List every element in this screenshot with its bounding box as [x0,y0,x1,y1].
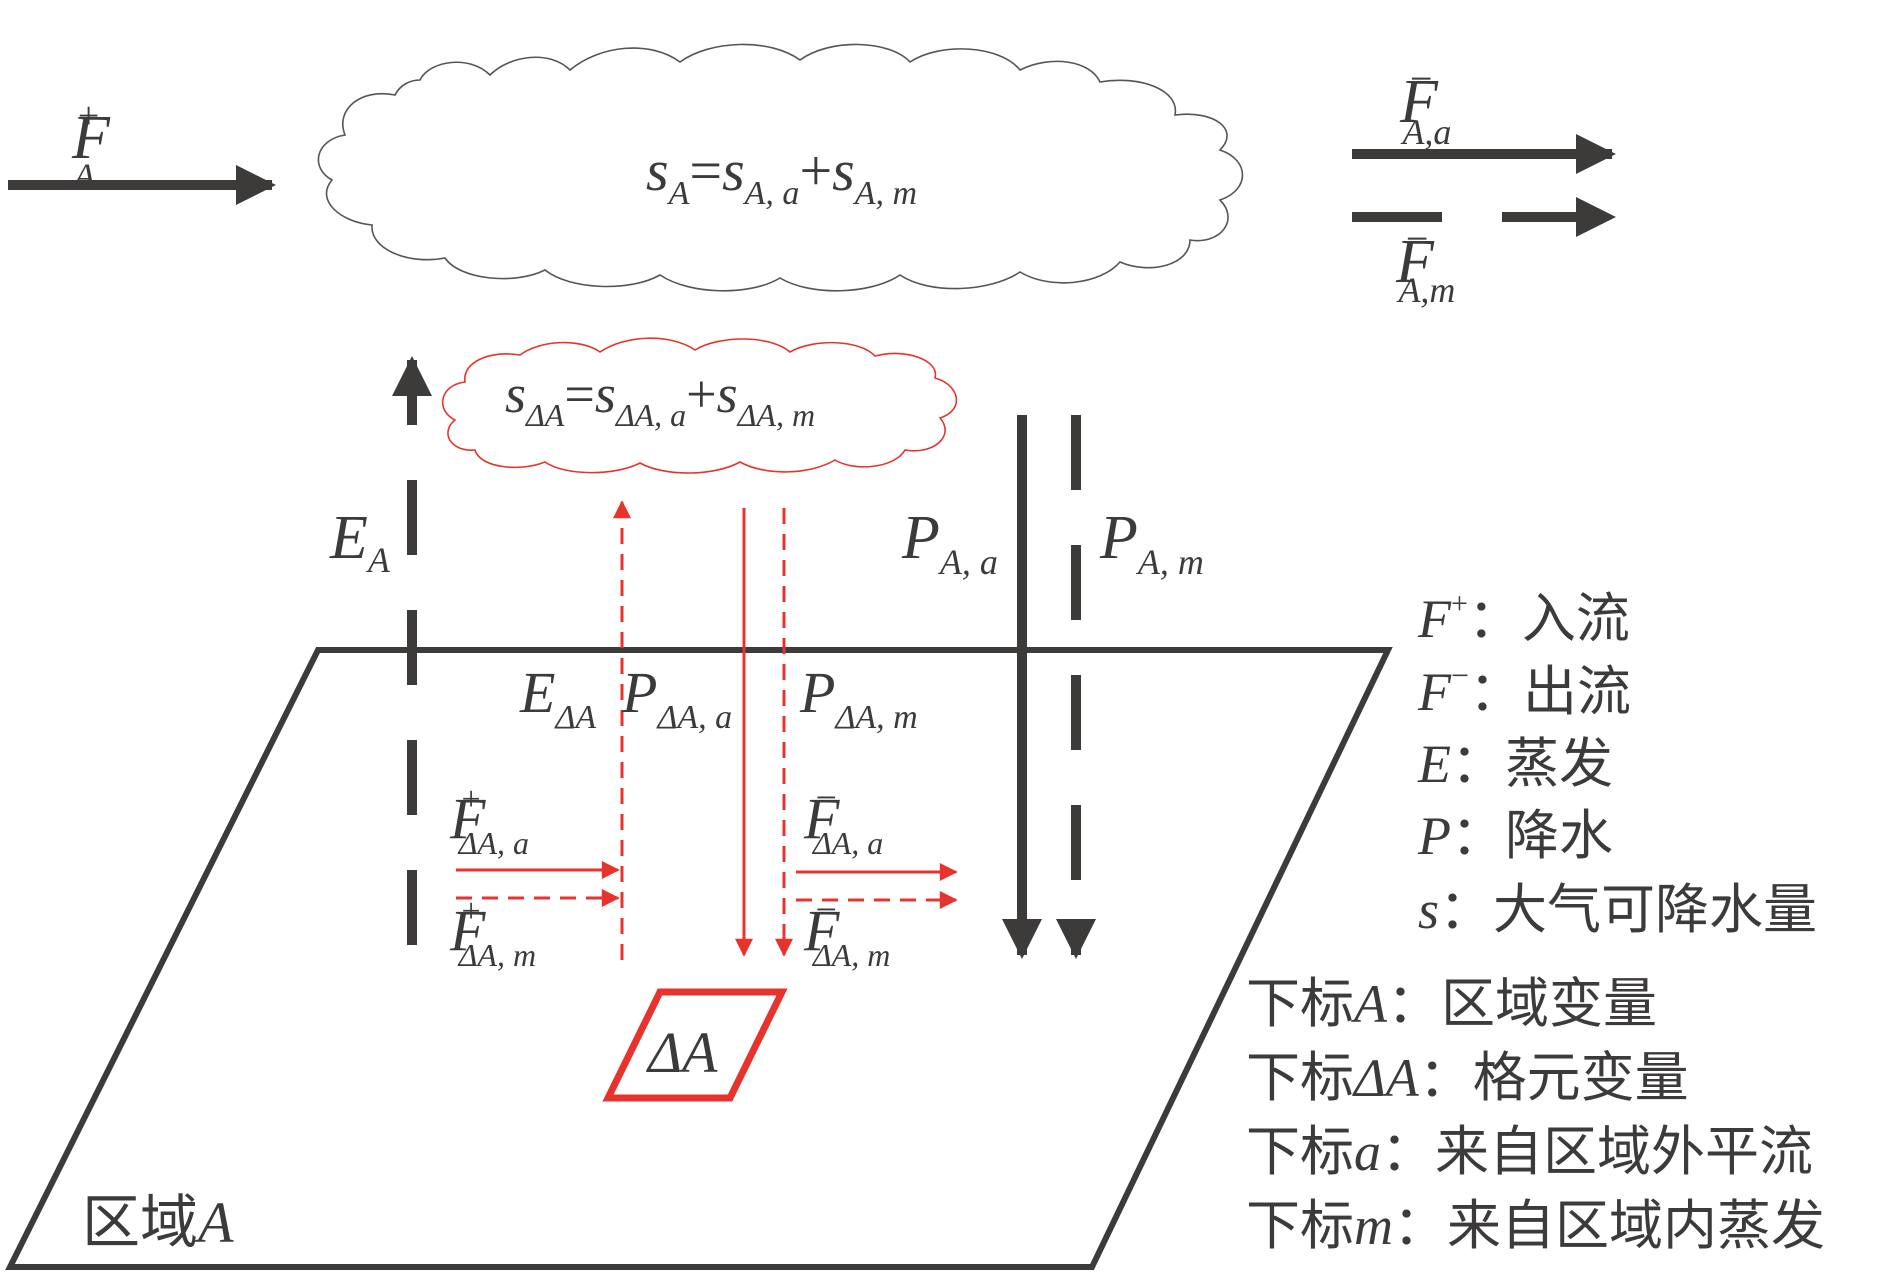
f-out-a-label: F−A,a [1399,56,1451,152]
legend-f-minus: F−：出流 [1417,657,1631,723]
e-cell-label: EΔA [519,660,596,736]
legend-sub-dA: 下标ΔA：格元变量 [1246,1046,1689,1109]
cell-cloud [441,337,958,474]
f-in-label: F+A [71,95,111,196]
cell-label: ΔA [646,1020,718,1085]
p-cell-m-label: PΔA, m [799,660,918,736]
e-region-label: EA [329,504,391,580]
region-cloud-formula: sA=sA, a+sA, m [646,138,917,212]
legend-f-plus: F+：入流 [1417,587,1630,650]
legend-sub-A: 下标A：区域变量 [1246,972,1657,1035]
cell-plane [602,988,788,1102]
f-cell-in-m-label: F+ΔA, m [449,893,536,973]
f-cell-out-a-label: F−ΔA, a [803,777,883,861]
region-cloud [317,43,1244,292]
region-plane [5,647,1393,1270]
legend-s: s：大气可降水量 [1418,878,1817,941]
legend: F+：入流 F−：出流 E：蒸发 P：降水 s：大气可降水量 下标A：区域变量 … [1246,587,1825,1257]
legend-e: E：蒸发 [1417,732,1613,795]
region-label: 区域A [82,1188,234,1256]
legend-sub-a: 下标a：来自区域外平流 [1246,1120,1813,1183]
p-cell-a-label: PΔA, a [621,660,732,736]
cell-cloud-formula: sΔA=sΔA, a+sΔA, m [505,364,815,433]
legend-p: P：降水 [1417,804,1613,867]
f-cell-in-a-label: F+ΔA, a [449,781,529,861]
f-cell-out-m-label: F−ΔA, m [803,889,890,973]
p-region-a-label: PA, a [901,504,998,582]
legend-sub-m: 下标m：来自区域内蒸发 [1246,1194,1825,1257]
p-region-m-label: PA, m [1099,504,1204,582]
f-out-m-label: F−A,m [1395,216,1455,310]
